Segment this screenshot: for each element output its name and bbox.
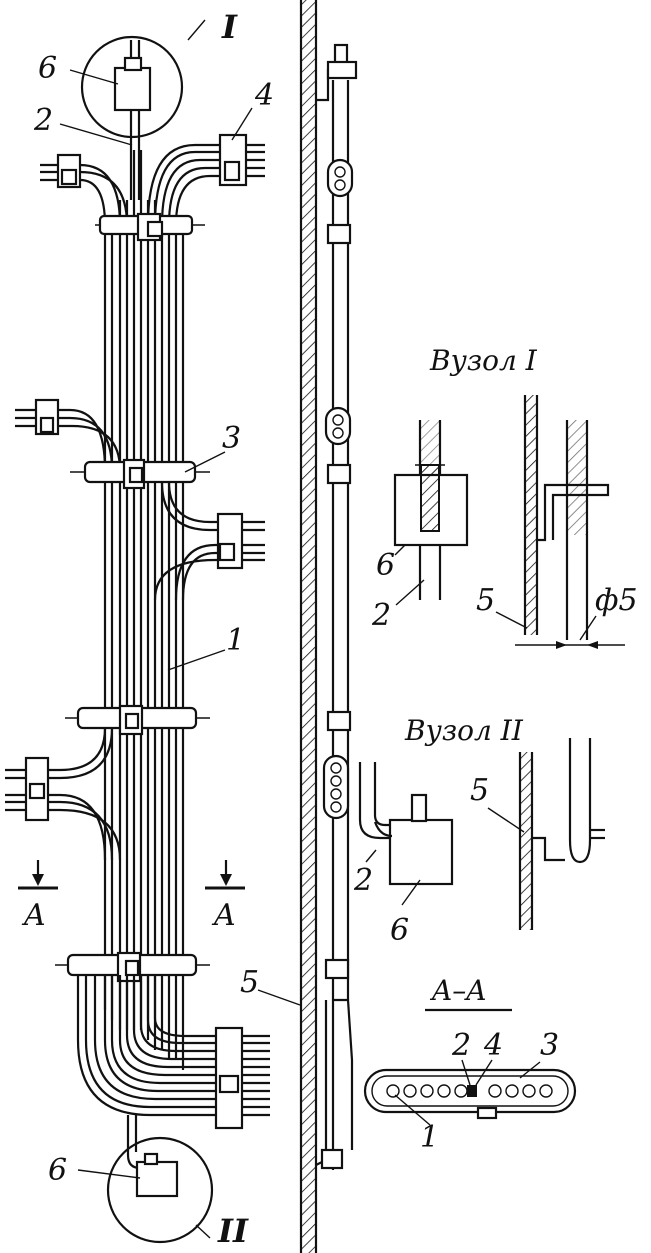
branch-top-left <box>40 153 129 226</box>
label-3-section: 3 <box>540 1028 559 1063</box>
detail-node-ii-side <box>518 738 605 930</box>
section-mark-left <box>18 860 58 890</box>
band-clamp-3 <box>70 458 210 490</box>
diameter-label: ф5 <box>595 583 638 618</box>
label-2-detail-i: 2 <box>371 598 391 633</box>
side-clamp-oval-2 <box>324 406 352 446</box>
leader-lines <box>59 19 301 1239</box>
label-a-left: A <box>21 898 46 933</box>
detail-node-i-side <box>515 395 625 649</box>
section-aa-view <box>363 1068 577 1120</box>
label-6-detail-i: 6 <box>376 548 395 583</box>
label-node-i: I <box>221 8 238 46</box>
label-6-bottom: 6 <box>48 1153 67 1188</box>
label-3: 3 <box>222 421 241 456</box>
detail-node-i-front <box>393 420 469 600</box>
title-section-aa: A–A <box>429 974 486 1007</box>
label-2-top: 2 <box>33 103 53 138</box>
branch-mid-left <box>15 398 122 471</box>
band-clamp-top <box>95 212 205 242</box>
front-view <box>5 35 270 1244</box>
label-2-section: 2 <box>451 1028 471 1063</box>
bottom-sweep <box>76 975 270 1130</box>
label-4: 4 <box>254 78 274 113</box>
branch-mid-right <box>153 481 265 601</box>
label-6-detail-ii: 6 <box>390 913 409 948</box>
side-clamp-oval-1 <box>326 158 354 198</box>
title-node-i: Вузол I <box>429 344 538 377</box>
section-mark-right <box>205 860 245 890</box>
label-1: 1 <box>226 623 245 658</box>
branch-lower-left <box>5 727 122 861</box>
branch-top-right <box>146 133 265 226</box>
label-node-ii: II <box>217 1212 249 1250</box>
fixing-6-top <box>113 66 152 112</box>
cable-bundle <box>103 150 185 1070</box>
label-6-top: 6 <box>38 51 57 86</box>
title-node-ii: Вузол II <box>404 714 524 747</box>
detail-node-ii-front <box>358 762 454 886</box>
node-ii-circle <box>106 1136 214 1244</box>
node-i-circle <box>80 35 184 139</box>
band-clamp-mid <box>65 704 210 736</box>
label-5-detail-i: 5 <box>476 583 495 618</box>
label-a-right: A <box>211 898 236 933</box>
label-4-section: 4 <box>483 1028 503 1063</box>
label-2-detail-ii: 2 <box>353 863 373 898</box>
fixing-6-bottom <box>135 1160 179 1198</box>
label-5-detail-ii: 5 <box>470 773 489 808</box>
label-5-wall: 5 <box>240 965 259 1000</box>
wall-side-view <box>299 0 358 1253</box>
band-clamp-bottom <box>55 951 210 983</box>
label-1-section: 1 <box>420 1120 439 1155</box>
side-clamp-oval-3 <box>322 754 350 820</box>
